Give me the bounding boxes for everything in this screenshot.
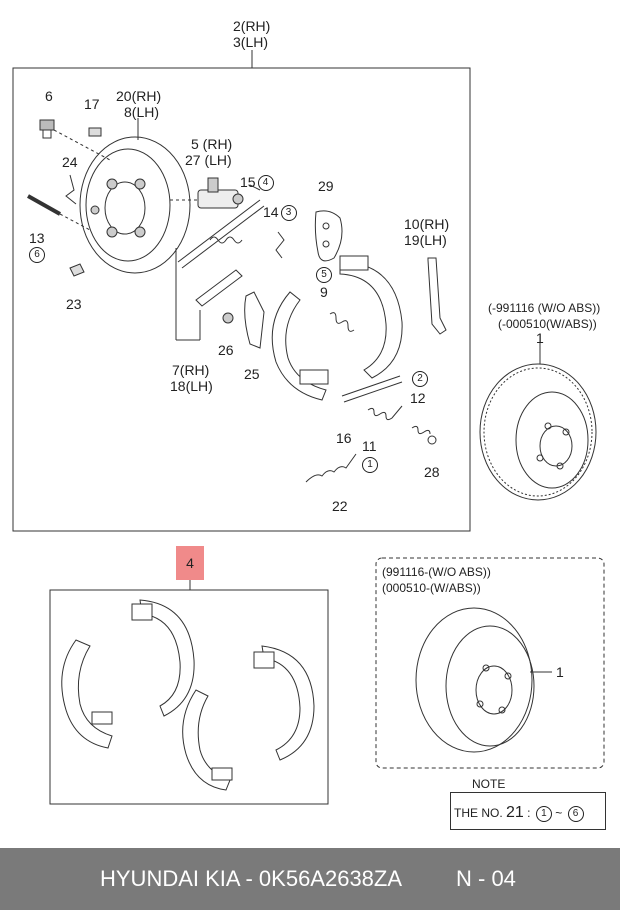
assembly-label-rh: 2(RH) bbox=[233, 18, 271, 34]
shoe-spring-shape bbox=[329, 312, 355, 332]
note-colon: : bbox=[527, 806, 531, 820]
footer-page: N - 04 bbox=[456, 866, 516, 891]
ref-circle-4: 4 bbox=[257, 175, 274, 192]
note-range-end: 6 bbox=[567, 805, 584, 822]
link-shape bbox=[244, 291, 265, 349]
ref-circle-3: 3 bbox=[280, 205, 297, 222]
part-label-24: 24 bbox=[62, 154, 78, 170]
footer-bar: HYUNDAI KIA - 0K56A2638ZA N - 04 bbox=[0, 848, 620, 910]
assembly-frame bbox=[12, 67, 471, 532]
note-text: THE NO. 21 : 1 ~ 6 bbox=[454, 804, 584, 822]
part-label-26: 26 bbox=[218, 342, 234, 358]
part-label-7-rh: 7(RH) bbox=[172, 362, 210, 378]
part-label-20-rh: 20(RH) bbox=[116, 88, 162, 104]
bolt-shape bbox=[27, 194, 91, 231]
part-label-19-lh: 19(LH) bbox=[404, 232, 447, 248]
part-label-12: 12 bbox=[410, 390, 426, 406]
part-label-29: 29 bbox=[318, 178, 334, 194]
note-tilde: ~ bbox=[555, 806, 563, 820]
kit-callout-4: 4 bbox=[176, 546, 204, 580]
note-range-start: 1 bbox=[535, 805, 552, 822]
part-label-25: 25 bbox=[244, 366, 260, 382]
lever-shape bbox=[427, 257, 447, 335]
spring-shape bbox=[411, 425, 431, 435]
ref-circle-5: 5 bbox=[316, 267, 332, 284]
part-label-5-rh: 5 (RH) bbox=[191, 136, 233, 152]
drum-standard-shape bbox=[415, 607, 535, 753]
part-label-8-lh: 8(LH) bbox=[124, 104, 160, 120]
return-spring-shape bbox=[367, 405, 403, 421]
note-number: 21 bbox=[506, 804, 524, 821]
part-label-9: 9 bbox=[320, 284, 328, 300]
left-shoe-shape bbox=[271, 291, 329, 401]
part-label-10-rh: 10(RH) bbox=[404, 216, 450, 232]
kit-shoe-2 bbox=[131, 599, 195, 717]
hold-spring-shape bbox=[275, 231, 285, 259]
adjusting-lever-shape bbox=[341, 375, 403, 403]
part-label-16: 16 bbox=[336, 430, 352, 446]
washer-shape bbox=[427, 435, 437, 445]
ref-circle-2: 2 bbox=[412, 371, 428, 388]
part-label-11: 11 bbox=[362, 438, 377, 454]
drum-top-note-2: (-000510(W/ABS)) bbox=[498, 317, 597, 331]
clip-shape bbox=[65, 174, 77, 205]
part-label-6: 6 bbox=[45, 88, 53, 104]
part-label-27-lh: 27 (LH) bbox=[185, 152, 232, 168]
part-label-28: 28 bbox=[424, 464, 440, 480]
assembly-label-lh: 3(LH) bbox=[233, 34, 269, 50]
drum-bottom-note-1: (991116-(W/O ABS)) bbox=[382, 565, 491, 579]
nut-shape bbox=[222, 312, 234, 324]
shoe-kit-frame bbox=[49, 589, 329, 805]
bleeder-bolt-shape bbox=[39, 119, 111, 161]
drum-bottom-note-2: (000510-(W/ABS)) bbox=[382, 581, 481, 595]
part-label-5-ref: 5 bbox=[316, 266, 332, 284]
footer-part-number: HYUNDAI KIA - 0K56A2638ZA bbox=[100, 866, 403, 891]
cap-shape bbox=[88, 127, 102, 137]
part-label-13: 13 bbox=[29, 230, 45, 246]
ref-circle-1: 1 bbox=[362, 457, 378, 474]
right-shoe-shape bbox=[339, 255, 403, 379]
drum-box bbox=[375, 557, 605, 769]
plug-shape bbox=[69, 263, 85, 277]
ref-circle-6: 6 bbox=[29, 247, 45, 264]
part-label-17: 17 bbox=[84, 96, 100, 112]
part-label-22: 22 bbox=[332, 498, 348, 514]
drum-abs-shape bbox=[479, 363, 597, 501]
part-label-23: 23 bbox=[66, 296, 82, 312]
part-label-1-top: 1 bbox=[536, 330, 544, 346]
plate-shape bbox=[314, 210, 343, 262]
drum-top-note-1: (-991116 (W/O ABS)) bbox=[488, 301, 601, 315]
note-prefix: THE NO. bbox=[454, 806, 503, 820]
note-box bbox=[450, 792, 606, 830]
kit-shoe-3 bbox=[182, 689, 233, 791]
exploded-parts-diagram bbox=[12, 50, 605, 805]
strut-shape bbox=[177, 184, 265, 269]
backing-plate-shape bbox=[79, 136, 191, 274]
note-title: NOTE bbox=[468, 777, 510, 791]
kit-shoe-4 bbox=[253, 645, 315, 761]
lower-spring-shape bbox=[305, 453, 357, 483]
wheel-cylinder-shape bbox=[170, 177, 244, 209]
parking-lever-shape bbox=[175, 248, 243, 341]
kit-shoe-1 bbox=[61, 639, 113, 749]
part-label-13-ref: 6 bbox=[29, 246, 45, 264]
part-label-18-lh: 18(LH) bbox=[170, 378, 213, 394]
part-label-2-ref: 2 bbox=[412, 370, 428, 388]
part-label-11-ref: 1 bbox=[362, 456, 378, 474]
part-label-1-bottom: 1 bbox=[556, 664, 564, 680]
